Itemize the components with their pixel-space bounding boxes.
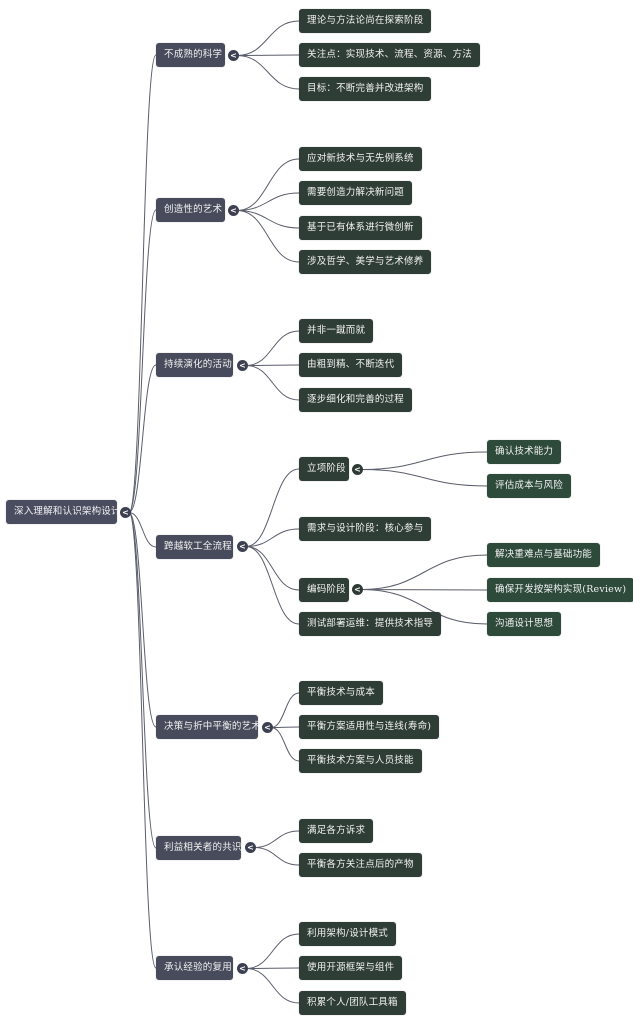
connector-line xyxy=(128,54,157,513)
leaf-node[interactable]: 需求与设计阶段：核心参与 xyxy=(299,517,432,541)
leaf-node[interactable]: 利用架构/设计模式 xyxy=(299,922,397,946)
connector-line xyxy=(360,451,488,470)
connector-line xyxy=(245,968,300,1004)
leaf-node[interactable]: 平衡技术与成本 xyxy=(299,681,383,705)
chevron-left-icon[interactable]: < xyxy=(120,507,131,518)
connector-line xyxy=(360,589,488,625)
chevron-left-icon[interactable]: < xyxy=(237,541,248,552)
leaf-node[interactable]: 关注点：实现技术、流程、资源、方法 xyxy=(299,43,480,67)
connector-line xyxy=(360,554,488,590)
branch-node[interactable]: 利益相关者的共识 xyxy=(156,836,241,860)
leaf-node[interactable]: 解决重难点与基础功能 xyxy=(487,543,601,567)
leaf-node[interactable]: 积累个人/团队工具箱 xyxy=(299,991,406,1015)
leaf-node[interactable]: 应对新技术与无先例系统 xyxy=(299,147,422,171)
connector-line xyxy=(245,528,300,547)
connector-line xyxy=(253,830,300,848)
connector-line xyxy=(245,468,300,547)
connector-line xyxy=(245,546,300,625)
connector-line xyxy=(245,933,300,969)
connector-line xyxy=(360,469,488,487)
connector-line xyxy=(245,330,300,366)
leaf-node[interactable]: 满足各方诉求 xyxy=(299,819,374,843)
leaf-node[interactable]: 沟通设计思想 xyxy=(487,612,562,636)
leaf-node[interactable]: 需要创造力解决新问题 xyxy=(299,181,413,205)
connector-line xyxy=(128,512,157,849)
connector-line xyxy=(236,55,300,90)
leaf-node[interactable]: 测试部署运维：提供技术指导 xyxy=(299,612,442,636)
connector-line xyxy=(270,692,300,728)
connector-line xyxy=(270,727,300,762)
chevron-left-icon[interactable]: < xyxy=(228,205,239,216)
branch-node[interactable]: 持续演化的活动 xyxy=(156,353,233,377)
chevron-left-icon[interactable]: < xyxy=(237,963,248,974)
sub-branch-node[interactable]: 立项阶段 xyxy=(299,457,349,481)
leaf-node[interactable]: 使用开源框架与组件 xyxy=(299,956,403,980)
connector-line xyxy=(236,20,300,56)
connector-line xyxy=(236,54,300,56)
connector-line xyxy=(236,210,300,229)
leaf-node[interactable]: 理论与方法论尚在探索阶段 xyxy=(299,9,432,33)
connector-line xyxy=(128,512,157,728)
leaf-node[interactable]: 目标：不断完善并改进架构 xyxy=(299,77,432,101)
leaf-node[interactable]: 确保开发按架构实现(Review) xyxy=(487,578,633,602)
branch-node[interactable]: 跨越软工全流程 xyxy=(156,535,233,559)
connector-line xyxy=(236,158,300,211)
branch-node[interactable]: 决策与折中平衡的艺术 xyxy=(156,715,261,739)
branch-node[interactable]: 承认经验的复用 xyxy=(156,956,233,980)
leaf-node[interactable]: 基于已有体系进行微创新 xyxy=(299,216,422,240)
chevron-left-icon[interactable]: < xyxy=(262,722,273,733)
connector-line xyxy=(128,209,157,513)
connector-line xyxy=(253,847,300,866)
chevron-left-icon[interactable]: < xyxy=(245,842,256,853)
leaf-node[interactable]: 逐步细化和完善的过程 xyxy=(299,388,413,412)
chevron-left-icon[interactable]: < xyxy=(352,464,363,475)
leaf-node[interactable]: 平衡方案适用性与连线(寿命) xyxy=(299,715,440,739)
connector-line xyxy=(128,364,157,513)
connector-line xyxy=(236,210,300,263)
chevron-left-icon[interactable]: < xyxy=(237,360,248,371)
leaf-node[interactable]: 确认技术能力 xyxy=(487,440,562,464)
connector-line xyxy=(128,512,157,548)
leaf-node[interactable]: 平衡技术方案与人员技能 xyxy=(299,749,422,773)
branch-node[interactable]: 创造性的艺术 xyxy=(156,198,225,222)
branch-node[interactable]: 不成熟的科学 xyxy=(156,43,225,67)
connector-line xyxy=(128,512,157,969)
chevron-left-icon[interactable]: < xyxy=(352,584,363,595)
connector-line xyxy=(245,364,300,366)
leaf-node[interactable]: 并非一蹴而就 xyxy=(299,319,374,343)
leaf-node[interactable]: 由粗到精、不断迭代 xyxy=(299,353,403,377)
connector-line xyxy=(360,589,488,591)
leaf-node[interactable]: 评估成本与风险 xyxy=(487,474,571,498)
leaf-node[interactable]: 平衡各方关注点后的产物 xyxy=(299,853,422,877)
leaf-node[interactable]: 涉及哲学、美学与艺术修养 xyxy=(299,250,432,274)
sub-branch-node[interactable]: 编码阶段 xyxy=(299,578,349,602)
root-node[interactable]: 深入理解和认识架构设计 xyxy=(6,500,121,524)
connector-line xyxy=(245,365,300,401)
connector-line xyxy=(270,726,300,728)
connector-line xyxy=(245,967,300,969)
chevron-left-icon[interactable]: < xyxy=(228,50,239,61)
connector-line xyxy=(245,546,300,591)
connector-line xyxy=(236,192,300,211)
